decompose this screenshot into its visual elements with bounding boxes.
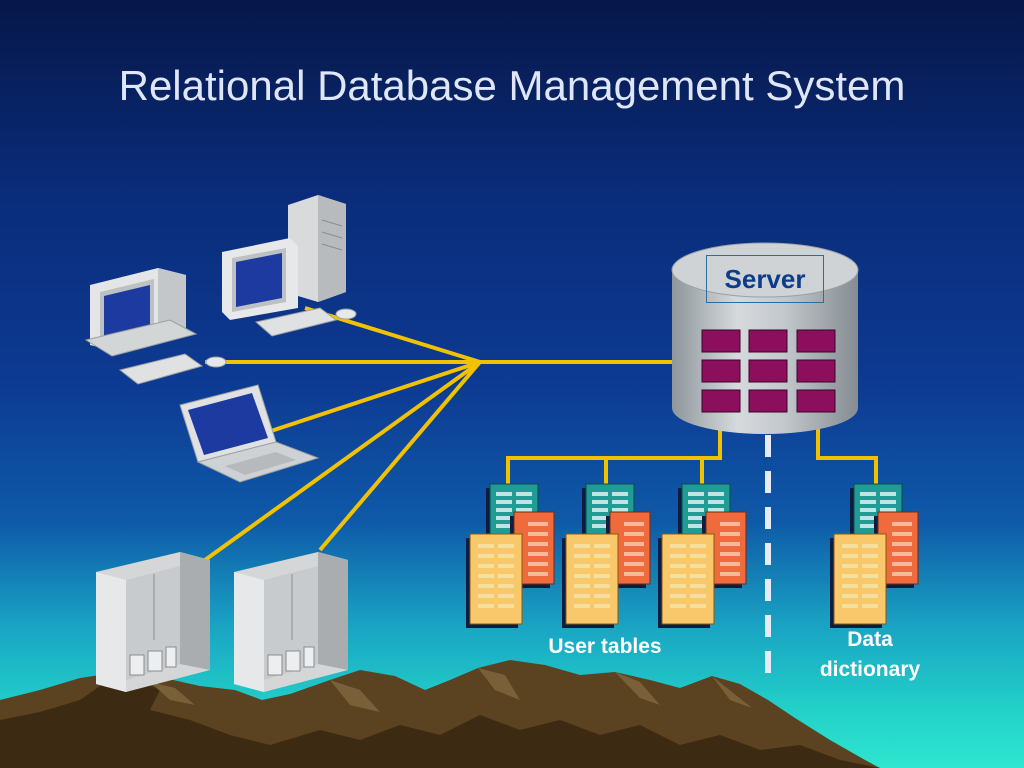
connection-line-mainframe-2 xyxy=(318,360,482,552)
connection-line-laptop xyxy=(267,360,481,434)
server-database-cylinder xyxy=(671,242,859,434)
user-table-stack-2-icon xyxy=(561,483,651,629)
mainframe-server-1-icon xyxy=(96,552,210,692)
user-table-stack-3-icon xyxy=(657,483,747,629)
mountain-range xyxy=(0,660,880,768)
data-dictionary-stack-icon xyxy=(829,483,919,629)
server-data-matrix xyxy=(701,329,836,413)
connection-line-desktop-tower xyxy=(304,306,481,364)
desktop-computer-icon xyxy=(84,268,227,385)
server-label: Server xyxy=(706,255,824,303)
slide-title: Relational Database Management System xyxy=(118,62,906,109)
user-table-stack-1-icon xyxy=(465,483,555,629)
client-connections xyxy=(203,306,672,562)
desktop-tower-computer-icon xyxy=(222,195,357,337)
data-dictionary-label: Data dictionary xyxy=(819,628,921,681)
user-tables-label: User tables xyxy=(548,635,662,658)
mainframe-server-2-icon xyxy=(234,552,348,692)
laptop-computer-icon xyxy=(179,384,320,483)
connection-line-mainframe-1 xyxy=(203,360,482,562)
